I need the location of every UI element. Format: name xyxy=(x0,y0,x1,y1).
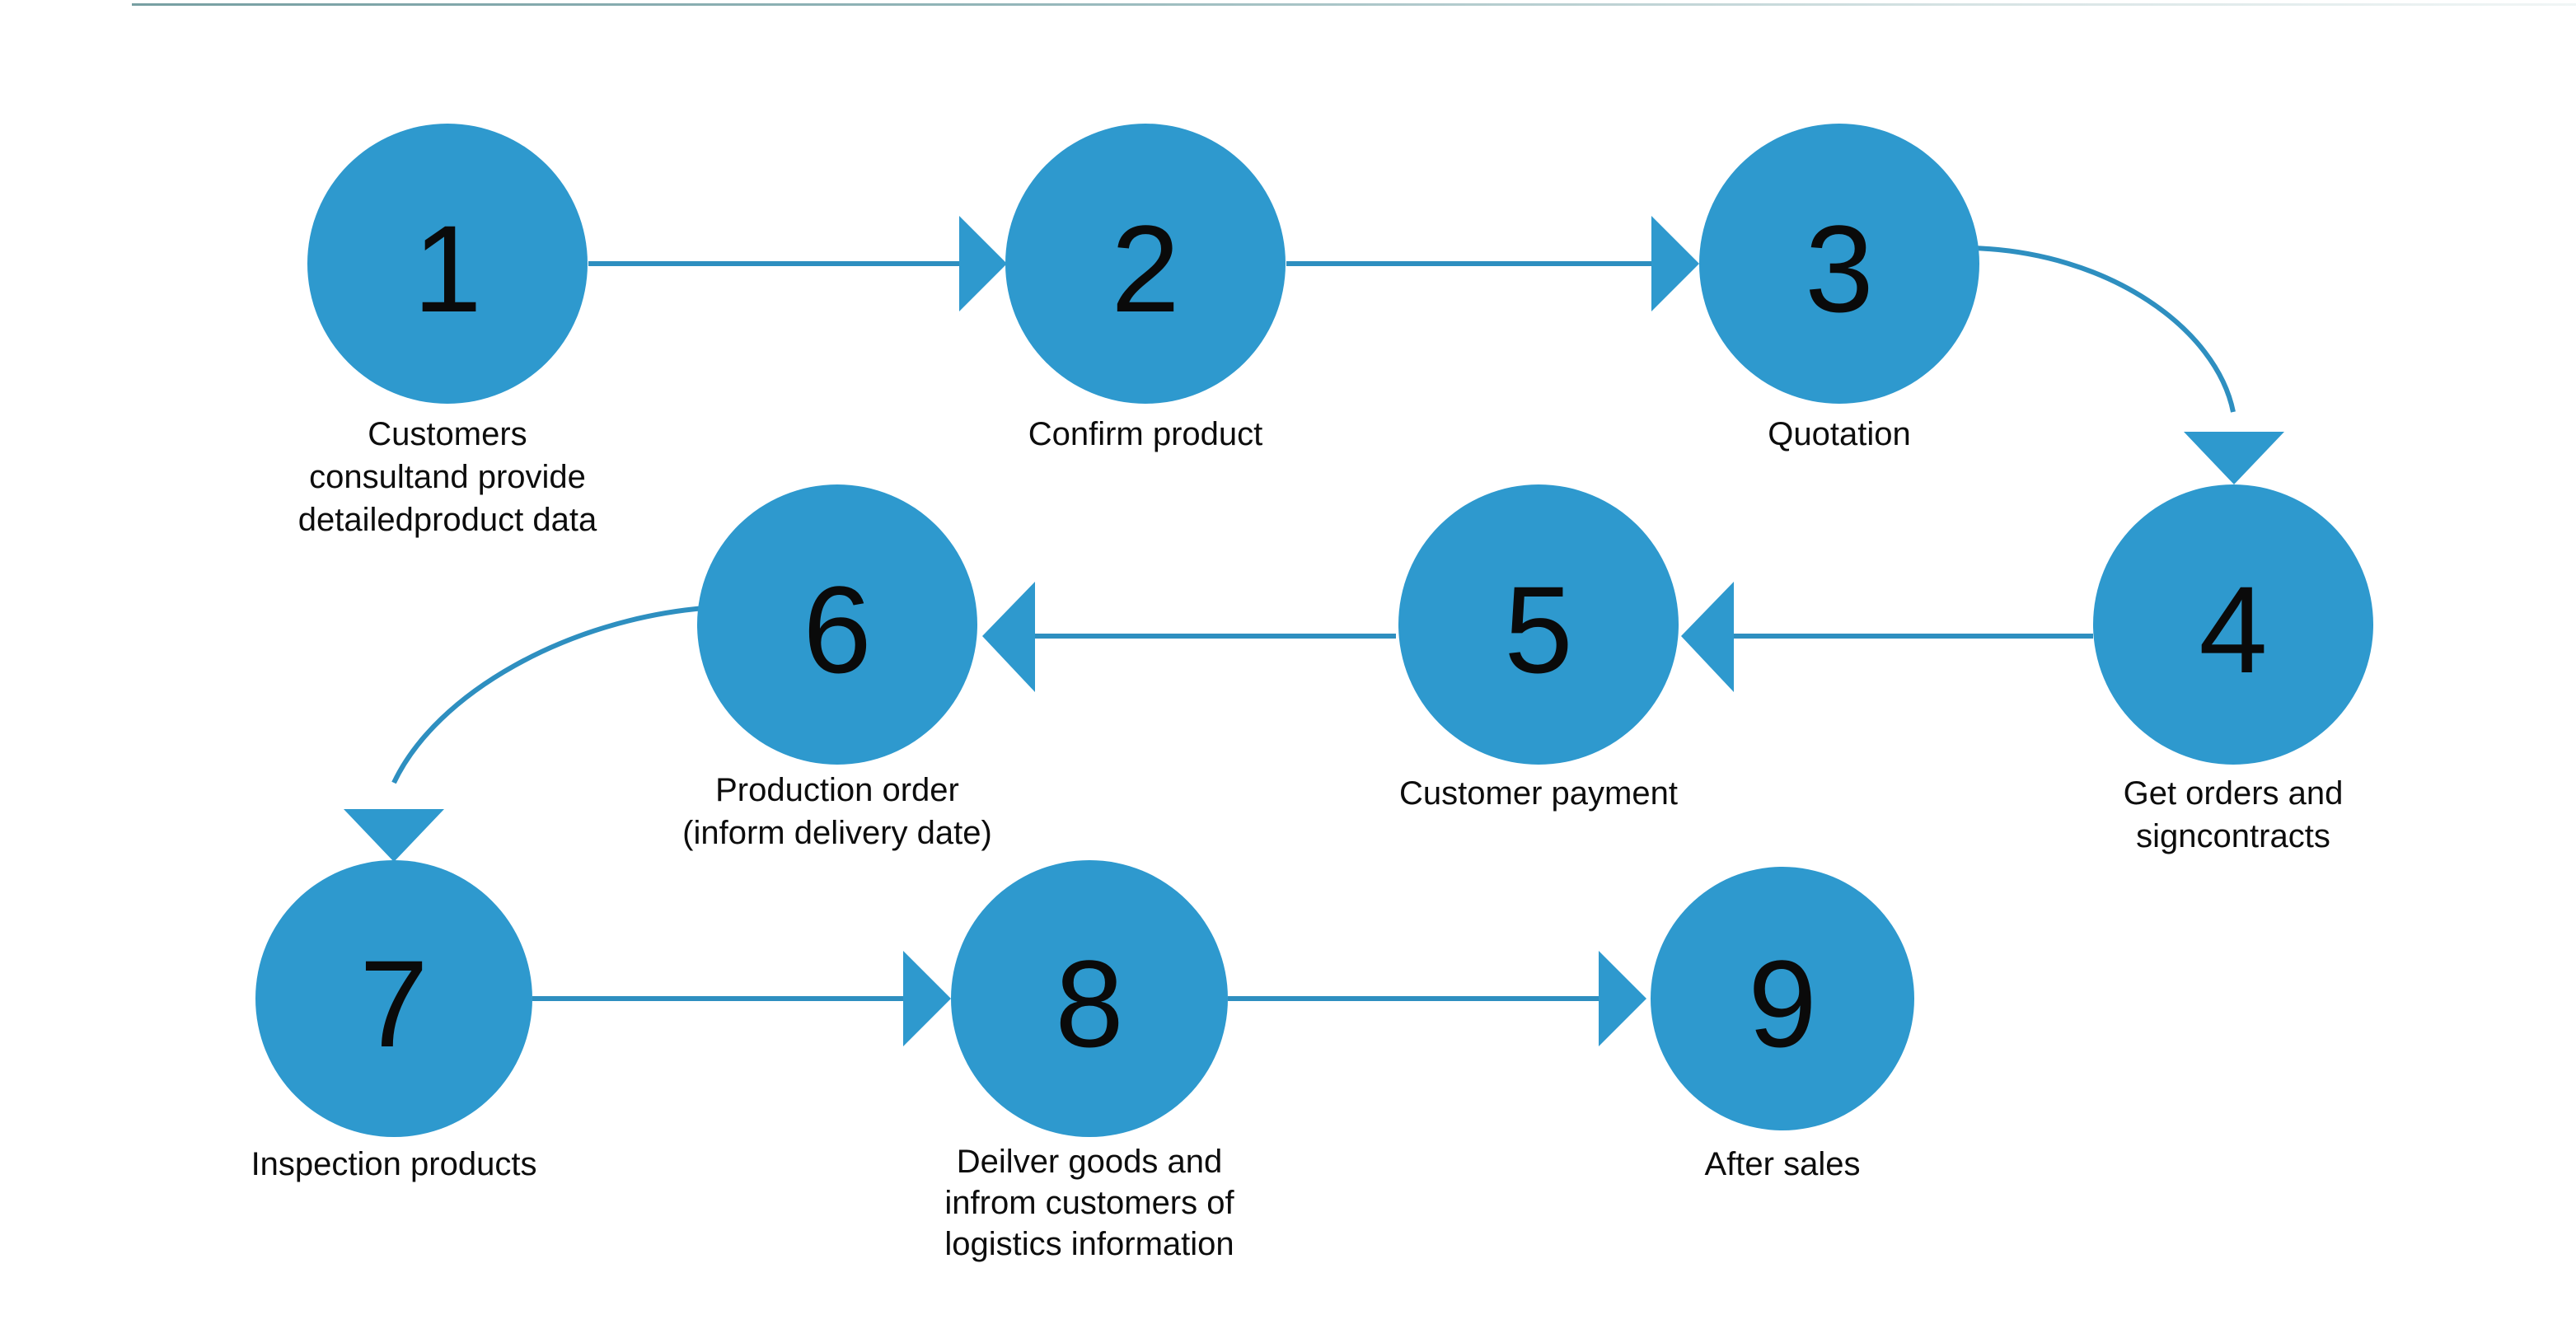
top-rule xyxy=(132,3,2576,6)
node-number: 8 xyxy=(1055,934,1123,1073)
node-label-line: infrom customers of xyxy=(944,1185,1234,1221)
connector-7-to-8[interactable] xyxy=(532,951,951,1046)
node-number: 2 xyxy=(1111,199,1179,338)
flow-node-6[interactable]: 6 Production order (inform delivery date… xyxy=(682,484,992,851)
connector-6-to-7[interactable] xyxy=(344,606,705,862)
node-label-line: Customer payment xyxy=(1399,775,1678,812)
node-circle xyxy=(1651,867,1914,1130)
node-circle xyxy=(2093,484,2373,765)
flow-node-3[interactable]: 3 Quotation xyxy=(1699,124,1979,452)
arrowhead-right-icon xyxy=(959,216,1007,311)
connector-curve xyxy=(391,606,705,784)
node-label-line: Confirm product xyxy=(1028,416,1263,452)
connector-4-to-5[interactable] xyxy=(1681,582,2093,692)
flow-node-8[interactable]: 8 Deilver goods and infrom customers of … xyxy=(944,860,1234,1262)
connector-8-to-9[interactable] xyxy=(1228,951,1646,1046)
arrowhead-right-icon xyxy=(1599,951,1646,1046)
node-number: 5 xyxy=(1504,560,1572,699)
node-label-line: signcontracts xyxy=(2136,818,2330,854)
arrowhead-down-icon xyxy=(2184,432,2284,484)
node-label-line: consultand provide xyxy=(309,459,586,495)
flow-node-2[interactable]: 2 Confirm product xyxy=(1005,124,1286,452)
connector-layer xyxy=(344,216,2284,1046)
node-circle xyxy=(255,860,532,1137)
node-label-line: Deilver goods and xyxy=(957,1144,1222,1180)
node-label-line: detailedproduct data xyxy=(298,502,597,538)
flow-node-7[interactable]: 7 Inspection products xyxy=(251,860,537,1182)
node-label-line: Customers xyxy=(368,416,527,452)
node-number: 1 xyxy=(413,199,481,338)
arrowhead-left-icon xyxy=(1681,582,1734,692)
connector-curve xyxy=(1969,246,2236,413)
node-circle xyxy=(307,124,588,404)
node-circle xyxy=(697,484,977,765)
arrowhead-right-icon xyxy=(1651,216,1699,311)
flow-node-1[interactable]: 1 Customers consultand provide detailedp… xyxy=(298,124,597,538)
arrowhead-left-icon xyxy=(982,582,1035,692)
node-label-line: logistics information xyxy=(944,1226,1234,1262)
arrowhead-down-icon xyxy=(344,809,444,862)
flow-node-9[interactable]: 9 After sales xyxy=(1651,867,1914,1182)
node-layer: 1 Customers consultand provide detailedp… xyxy=(251,124,2373,1262)
node-label-line: Inspection products xyxy=(251,1146,537,1182)
node-circle xyxy=(1699,124,1979,404)
node-number: 4 xyxy=(2199,560,2267,699)
node-label-line: Get orders and xyxy=(2124,775,2344,812)
connector-5-to-6[interactable] xyxy=(982,582,1396,692)
node-label-line: Production order xyxy=(715,772,959,808)
node-circle xyxy=(951,860,1228,1137)
node-circle xyxy=(1005,124,1286,404)
connector-1-to-2[interactable] xyxy=(588,216,1007,311)
node-number: 9 xyxy=(1748,934,1816,1073)
node-number: 6 xyxy=(803,560,871,699)
node-label-line: Quotation xyxy=(1768,416,1910,452)
arrowhead-right-icon xyxy=(903,951,951,1046)
node-number: 7 xyxy=(359,934,428,1073)
node-label-line: (inform delivery date) xyxy=(682,815,992,851)
connector-3-to-4[interactable] xyxy=(1969,246,2284,484)
node-label-line: After sales xyxy=(1705,1146,1861,1182)
node-circle xyxy=(1398,484,1679,765)
flow-node-4[interactable]: 4 Get orders and signcontracts xyxy=(2093,484,2373,854)
node-number: 3 xyxy=(1805,199,1873,338)
connector-2-to-3[interactable] xyxy=(1286,216,1699,311)
flow-node-5[interactable]: 5 Customer payment xyxy=(1398,484,1679,812)
